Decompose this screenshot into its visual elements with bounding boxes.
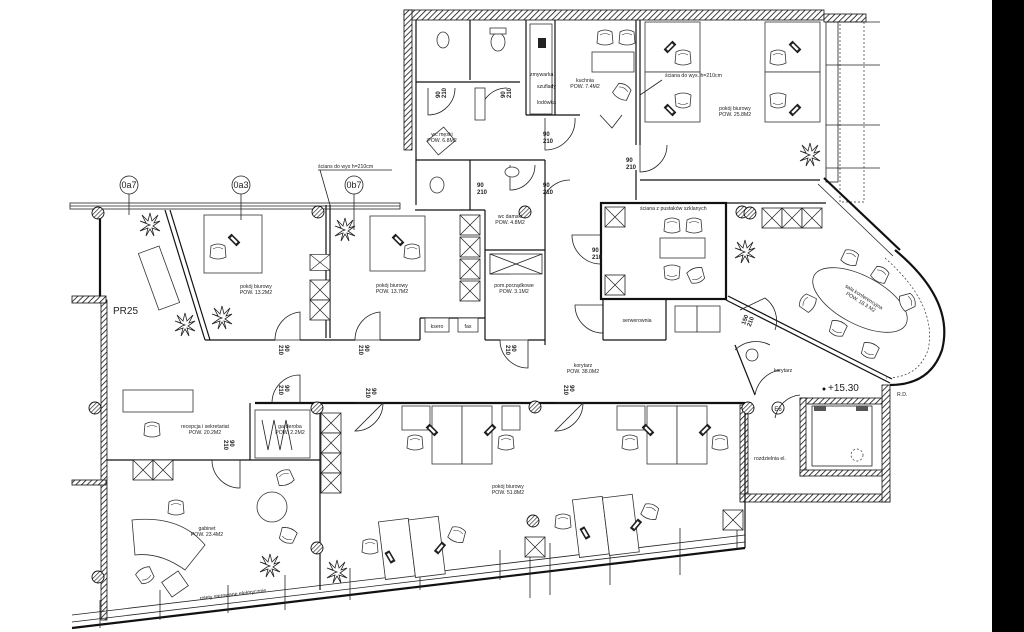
svg-text:garderoba: garderoba — [278, 424, 302, 430]
svg-text:0b7: 0b7 — [346, 180, 361, 190]
svg-text:korytarz: korytarz — [574, 363, 593, 369]
svg-text:wc męski: wc męski — [431, 132, 452, 138]
svg-text:POW. 7.4M2: POW. 7.4M2 — [570, 84, 600, 90]
svg-text:POW. 13.7M2: POW. 13.7M2 — [376, 289, 408, 295]
doors — [211, 87, 801, 489]
svg-text:POW. 6.8M2: POW. 6.8M2 — [427, 138, 457, 144]
svg-text:210: 210 — [277, 345, 283, 356]
annotations: zmywarka szuflady lodówka serwerownia ko… — [113, 72, 907, 602]
axis-marker: 0a7 — [119, 175, 139, 215]
svg-text:210: 210 — [747, 316, 756, 328]
svg-text:pom.porządkowe: pom.porządkowe — [494, 283, 534, 289]
svg-text:210: 210 — [277, 385, 283, 396]
svg-text:wc damski: wc damski — [498, 214, 522, 220]
label-corridor-small: korytarz — [774, 368, 793, 374]
label-switchboard: rozdzielnia el. — [754, 456, 786, 462]
svg-text:210: 210 — [222, 440, 228, 451]
svg-text:ścians do wys h=210cm: ścians do wys h=210cm — [318, 164, 373, 170]
svg-text:ściana do wys. h=210cm: ściana do wys. h=210cm — [665, 73, 722, 79]
svg-text:90: 90 — [568, 385, 574, 392]
axis-markers: 0a7 0a3 0b7 — [119, 175, 364, 230]
svg-text:210: 210 — [364, 388, 370, 399]
svg-text:0a7: 0a7 — [121, 180, 136, 190]
label-server-room: serwerownia — [622, 318, 651, 324]
svg-text:0a3: 0a3 — [233, 180, 248, 190]
svg-text:210: 210 — [442, 87, 448, 98]
svg-text:POW. 4.8M2: POW. 4.8M2 — [495, 220, 525, 226]
svg-text:150: 150 — [741, 314, 750, 326]
note-partition-2: ściana do wys. h=210cm — [639, 73, 722, 96]
label-copier: ksero — [431, 324, 444, 330]
svg-text:90: 90 — [283, 385, 289, 392]
svg-text:210: 210 — [562, 385, 568, 396]
svg-text:210: 210 — [626, 165, 637, 171]
svg-text:90: 90 — [228, 440, 234, 447]
svg-text:210: 210 — [357, 345, 363, 356]
svg-text:POW. 13.2M2: POW. 13.2M2 — [240, 290, 272, 296]
label-drawers: szuflady — [537, 84, 556, 90]
svg-text:90: 90 — [363, 345, 369, 352]
label-rd: R.D. — [897, 392, 907, 398]
svg-text:pokój biurowy: pokój biurowy — [492, 484, 524, 490]
svg-text:90: 90 — [370, 388, 376, 395]
label-dishwasher: zmywarka — [530, 72, 553, 78]
svg-text:kuchnia: kuchnia — [576, 78, 594, 84]
svg-text:POW. 51.8M2: POW. 51.8M2 — [492, 490, 524, 496]
svg-text:210: 210 — [507, 87, 513, 98]
svg-text:POW. 23.4M2: POW. 23.4M2 — [191, 532, 223, 538]
svg-text:210: 210 — [592, 255, 603, 261]
axis-marker: 0b7 — [344, 175, 364, 230]
elevation-mark: +15.30 — [822, 383, 859, 394]
svg-text:90: 90 — [592, 248, 599, 254]
svg-text:90: 90 — [501, 91, 507, 98]
hydrant-mark: E6 — [771, 401, 785, 415]
label-fridge: lodówka — [537, 100, 556, 106]
svg-text:90: 90 — [477, 183, 484, 189]
svg-text:210: 210 — [543, 190, 554, 196]
svg-text:90: 90 — [543, 132, 550, 138]
svg-text:pokój biurowy: pokój biurowy — [240, 284, 272, 290]
svg-text:POW. 20.2M2: POW. 20.2M2 — [189, 430, 221, 436]
svg-text:POW. 3.1M2: POW. 3.1M2 — [499, 289, 529, 295]
svg-text:210: 210 — [477, 190, 488, 196]
furniture — [122, 21, 918, 598]
svg-text:90: 90 — [510, 345, 516, 352]
svg-text:recepcja i sekretariat: recepcja i sekretariat — [181, 424, 229, 430]
black-border — [992, 0, 1024, 632]
svg-text:90: 90 — [283, 345, 289, 352]
svg-text:pokój biurowy: pokój biurowy — [719, 106, 751, 112]
svg-text:90: 90 — [543, 183, 550, 189]
svg-text:E6: E6 — [774, 407, 782, 413]
svg-text:POW. 2.2M2: POW. 2.2M2 — [275, 430, 305, 436]
svg-text:+15.30: +15.30 — [828, 383, 859, 394]
svg-text:210: 210 — [543, 139, 554, 145]
svg-text:90: 90 — [436, 91, 442, 98]
note-glass-wall: ściana z pustaków szklanych — [640, 206, 707, 212]
svg-text:pokój biurowy: pokój biurowy — [376, 283, 408, 289]
svg-text:210: 210 — [504, 345, 510, 356]
label-riser: PR25 — [113, 306, 138, 317]
svg-text:90: 90 — [626, 158, 633, 164]
svg-text:POW. 38.0M2: POW. 38.0M2 — [567, 369, 599, 375]
svg-text:POW. 25.8M2: POW. 25.8M2 — [719, 112, 751, 118]
svg-text:gabinet: gabinet — [198, 526, 216, 532]
label-fax: fax — [465, 324, 472, 330]
axis-marker: 0a3 — [231, 175, 251, 220]
note-partition: ścians do wys h=210cm — [318, 164, 392, 206]
